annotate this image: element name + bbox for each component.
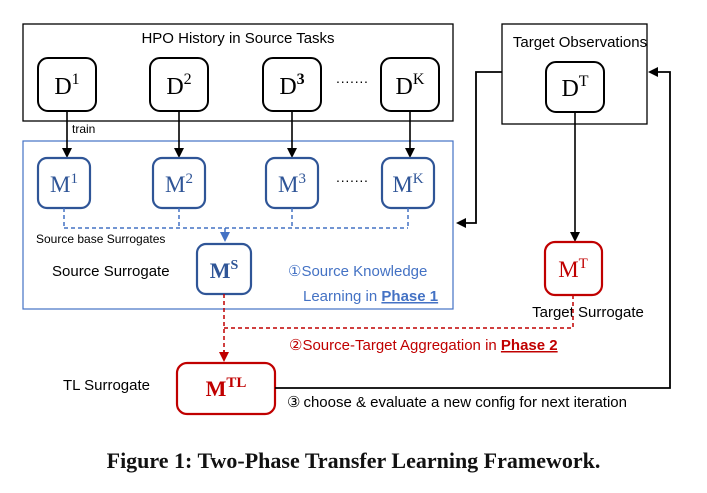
source-history-title: HPO History in Source Tasks (141, 30, 334, 47)
train-label: train (72, 122, 95, 136)
model-node-3: M3 (264, 156, 320, 210)
figure-caption: Figure 1: Two-Phase Transfer Learning Fr… (106, 448, 601, 473)
tl-surrogate-label: TL Surrogate (63, 377, 150, 394)
model-ellipsis: ······· (336, 172, 369, 188)
svg-text:M1: M1 (50, 171, 78, 197)
target-to-source-arrow (456, 71, 502, 228)
history-node-2: D2 (149, 57, 209, 112)
model-node-1: M1 (36, 156, 92, 210)
svg-text:M3: M3 (278, 171, 306, 197)
tl-surrogate-node: MTL (175, 361, 277, 416)
svg-text:DK: DK (396, 71, 425, 100)
aggregation-connector (219, 294, 574, 362)
history-node-1: D1 (37, 57, 97, 112)
svg-text:MK: MK (392, 171, 423, 197)
history-ellipsis: ······· (336, 73, 369, 89)
model-node-2: M2 (151, 156, 207, 210)
target-surrogate-node: MT (543, 240, 604, 297)
base-surrogate-connector (63, 208, 409, 242)
svg-text:M2: M2 (165, 171, 193, 197)
svg-text:MT: MT (558, 256, 588, 282)
history-node-3: D3 (262, 57, 322, 112)
model-node-k: MK (380, 156, 436, 210)
svg-text:D3: D3 (279, 71, 304, 100)
phase2-label: ②Source-Target Aggregation in Phase 2 (289, 337, 558, 354)
svg-text:D1: D1 (54, 71, 79, 100)
svg-text:DT: DT (561, 73, 588, 102)
source-surrogate-node: MS (195, 242, 253, 296)
phase1-line1: ①Source Knowledge (288, 263, 427, 280)
source-model-panel (22, 140, 454, 310)
svg-text:D2: D2 (166, 71, 191, 100)
svg-text:MS: MS (210, 258, 239, 283)
feedback-loop-arrow (275, 67, 671, 389)
target-history-node: DT (545, 61, 605, 113)
source-history-panel (22, 23, 454, 122)
svg-text:MTL: MTL (206, 375, 247, 401)
history-node-k: DK (380, 57, 440, 112)
source-surrogate-label: Source Surrogate (52, 263, 170, 280)
target-observations-title: Target Observations (513, 34, 647, 51)
phase1-line2: Learning in Phase 1 (303, 288, 438, 305)
target-surrogate-label: Target Surrogate (532, 304, 644, 321)
base-surrogates-label: Source base Surrogates (36, 232, 165, 246)
